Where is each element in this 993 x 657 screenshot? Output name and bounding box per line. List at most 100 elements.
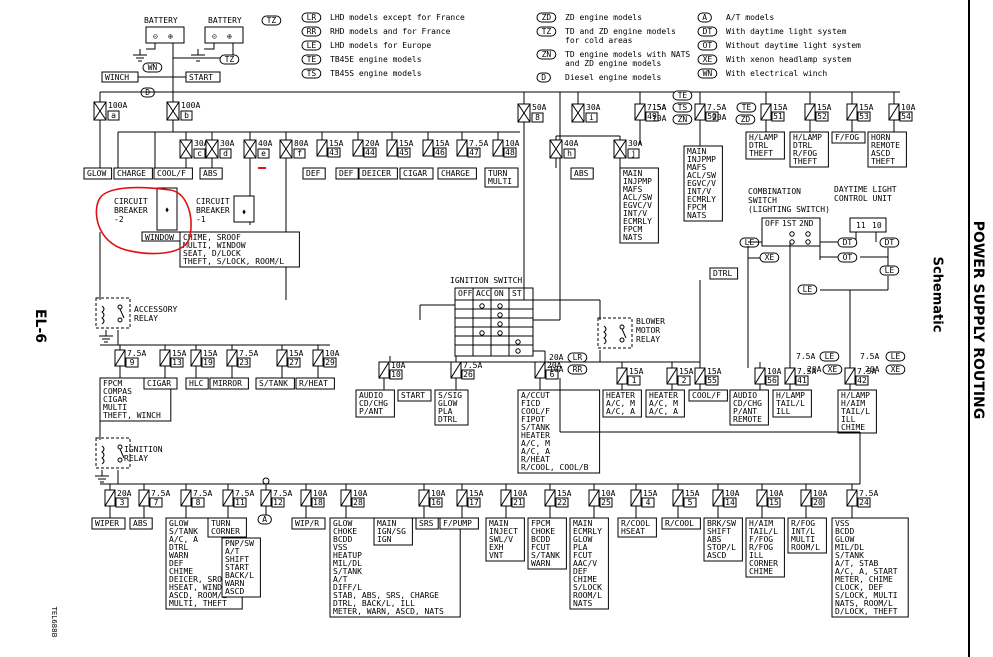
load-bottom-2: DTRL <box>169 543 188 552</box>
load-bottom-6: WIP/R <box>295 519 319 528</box>
switch-contact <box>479 303 485 309</box>
legend-code-text: RR <box>307 27 317 36</box>
load-coolf-2: COOL/F <box>692 391 721 400</box>
fuse-number: 20 <box>813 498 823 507</box>
fuse-number: 29 <box>325 358 335 367</box>
ot-tag-text: OT <box>843 253 853 262</box>
battery-tz-label: BATTERY <box>208 16 242 25</box>
load-bottom-5: START <box>225 563 249 572</box>
load-main-2: NATS <box>687 211 706 220</box>
fuse-element <box>159 349 171 367</box>
fuse-number-box <box>511 497 525 508</box>
ts-tag-text: TS <box>678 103 688 112</box>
fuse-number-box <box>323 357 337 368</box>
fuse-number-box <box>351 497 365 508</box>
load-bottom-14: HSEAT <box>621 527 645 536</box>
fuse-element <box>312 349 324 367</box>
legend-code-text: DT <box>703 27 713 36</box>
load-acc-6: R/HEAT <box>299 379 328 388</box>
load-coolf: COOL/F <box>157 169 186 178</box>
fuse-42-alt: 20A <box>865 365 880 374</box>
load-glow-box <box>83 167 113 180</box>
load-hl-1: H/LAMP <box>749 133 778 142</box>
load-bottom-5: SHIFT <box>225 555 249 564</box>
load-bottom-19: METER, CHIME <box>835 575 893 584</box>
load-bottom-2: ASCD, ROOM/L <box>169 591 227 600</box>
fuse-element <box>754 367 766 385</box>
load-deicer-box <box>358 167 398 180</box>
legend-text: and ZD engine models <box>565 59 662 68</box>
fuse-rating: 7.5A <box>463 361 482 370</box>
link-number: d <box>223 149 228 158</box>
load-hlamp-2: ILL <box>841 415 856 424</box>
legend-code-text: LE <box>307 41 317 50</box>
fuse-number-box <box>555 497 569 508</box>
load-bottom-7: DTRL, BACK/L, ILL <box>333 599 415 608</box>
load-bottom-12: S/TANK <box>531 551 560 560</box>
fuse-rating: 15A <box>773 103 788 112</box>
fuse-element <box>226 349 238 367</box>
fuse-element <box>544 489 556 507</box>
fuse-element <box>450 361 462 379</box>
load-acc-2-box <box>143 377 178 390</box>
load-hl-4: REMOTE <box>871 141 900 150</box>
fuse-41-alt: 20A <box>807 365 822 374</box>
switch-position: ON <box>494 289 504 298</box>
fuse-rating: 10A <box>513 489 528 498</box>
window-label: WINDOW <box>145 233 174 242</box>
load-hl-2: R/FOG <box>793 149 817 158</box>
load-def-box <box>302 167 326 180</box>
load-main-2: ACL/SW <box>687 171 716 180</box>
load-bottom-13: CHIME <box>573 575 597 584</box>
fuse-number-box <box>627 375 641 386</box>
fuse-element <box>784 367 796 385</box>
load-bottom-7: MIL/DL <box>333 559 362 568</box>
fuse-rating: 10A <box>353 489 368 498</box>
fuse-element <box>316 139 328 157</box>
fuse-rating: 15A <box>707 367 722 376</box>
link-number: f <box>297 149 302 158</box>
load-acc-1: THEFT, WINCH <box>103 411 161 420</box>
fuse-rating: 15A <box>685 489 700 498</box>
load-bottom-2: DEF <box>169 559 184 568</box>
fuse-element <box>378 361 390 379</box>
fuse-element <box>634 103 646 121</box>
load-bottom-18: MULTI <box>791 535 815 544</box>
fuse-number: 56 <box>767 376 777 385</box>
load-main-1: INT/V <box>623 209 647 218</box>
fuse-number: 12 <box>273 498 283 507</box>
fuse-number: 55 <box>707 376 717 385</box>
link-rating: 30A <box>586 103 601 112</box>
load-bottom-3: TURN <box>211 519 230 528</box>
load-bottom-18: ROOM/L <box>791 543 820 552</box>
load-glow: GLOW <box>87 169 106 178</box>
load-bottom-11: INJECT <box>489 527 518 536</box>
load-main-2: MAFS <box>687 163 706 172</box>
fuse-number: 5 <box>688 498 693 507</box>
wire <box>146 43 156 50</box>
fuse-element <box>138 489 150 507</box>
load-bottom-17: CORNER <box>749 559 778 568</box>
load-main-2: FPCM <box>687 203 706 212</box>
legend-text: ZD engine models <box>565 13 642 22</box>
fuse-rating: 20A <box>117 489 132 498</box>
fuse-number-box <box>855 375 869 386</box>
legend-code-text: A <box>702 13 707 22</box>
fuse-rating: 7.5A <box>469 139 488 148</box>
breaker-2 <box>156 187 178 231</box>
link-cross <box>166 101 180 121</box>
load-bottom-0: WIPER <box>95 519 119 528</box>
blower-relay-label: MOTOR <box>636 326 660 335</box>
fuse-number: 24 <box>859 498 869 507</box>
fuse-50-amp2: 20A <box>712 113 727 122</box>
load-heater-1: A/C, M <box>606 399 635 408</box>
